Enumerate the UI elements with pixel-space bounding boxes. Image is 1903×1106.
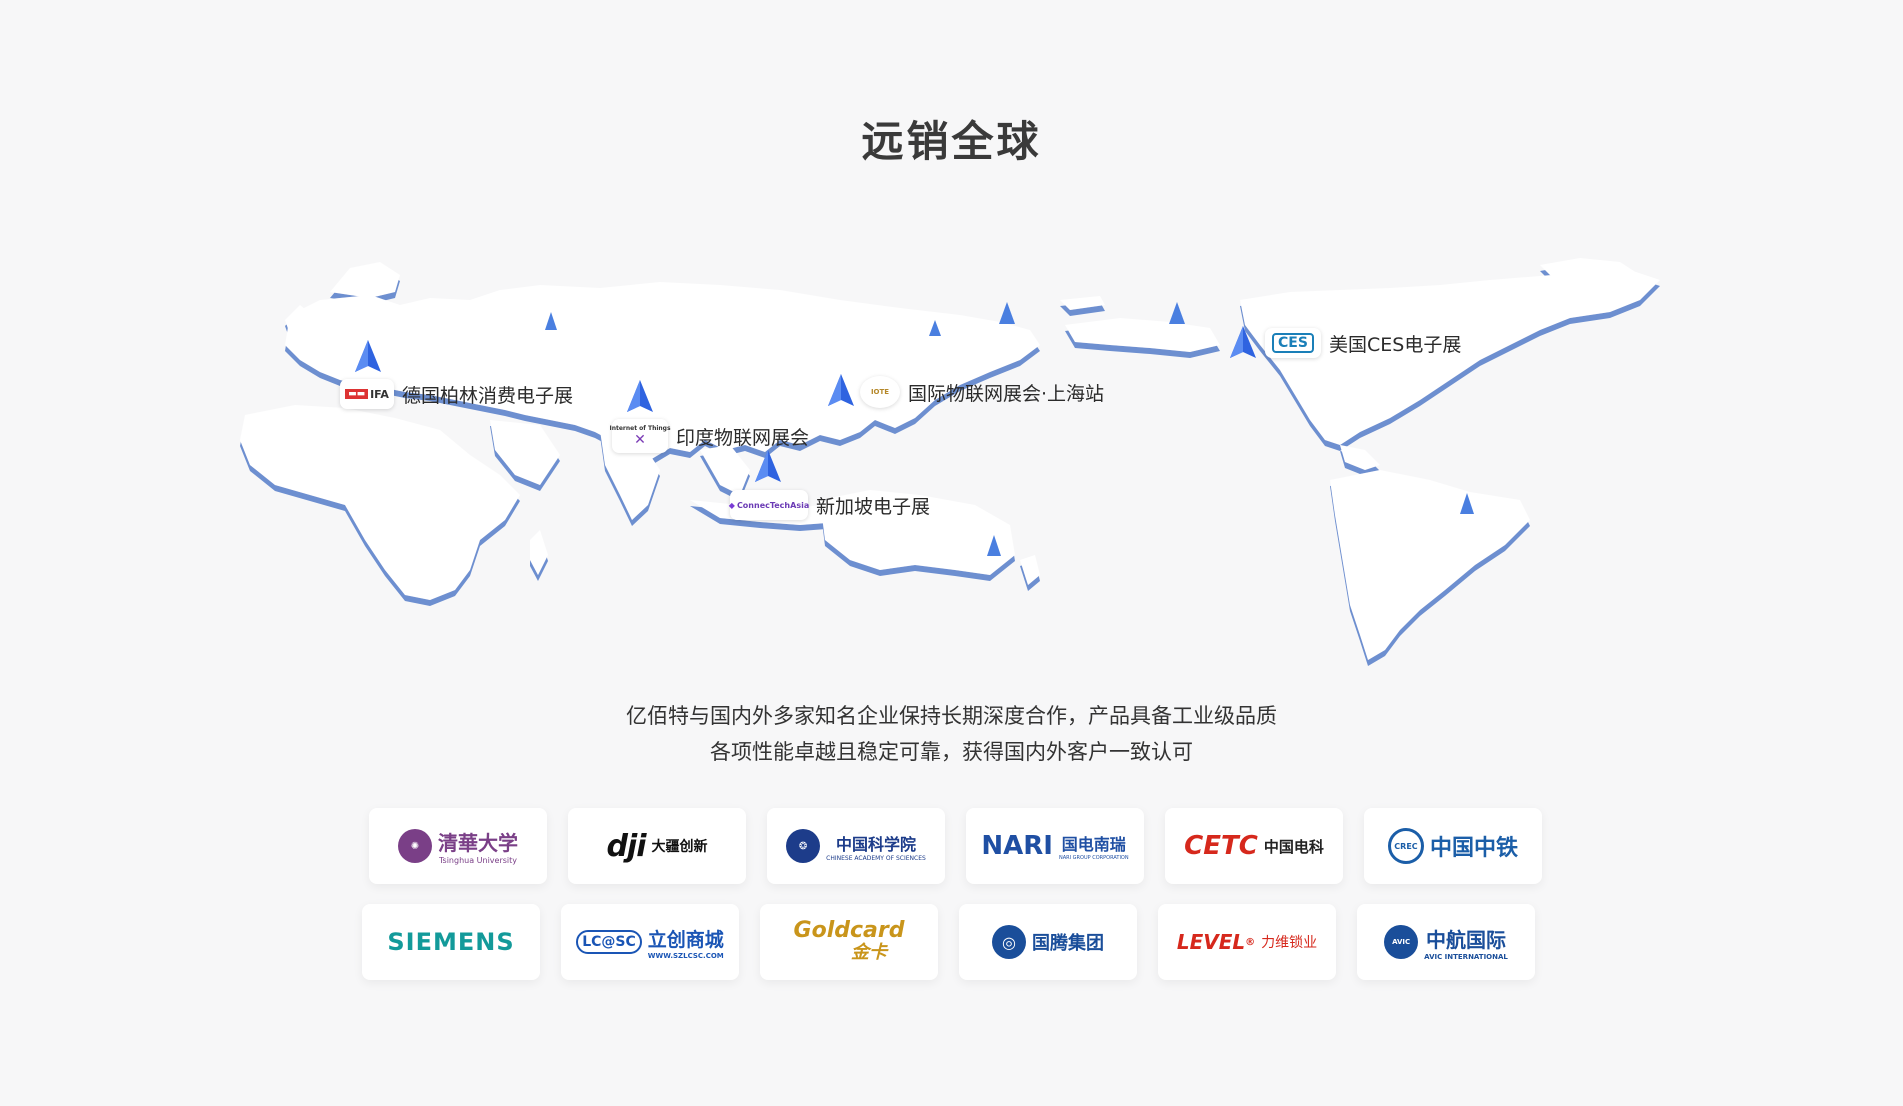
minor-marker [545,312,557,330]
north-america-landmass [1240,270,1660,445]
pin-icon [828,374,854,406]
expo-label: 德国柏林消费电子展 [402,384,574,407]
india-iot-logo: Internet of Things✕ [609,419,671,453]
australia-landmass [820,490,1015,575]
description-line2: 各项性能卓越且稳定可靠，获得国内外客户一致认可 [710,740,1193,764]
minor-marker [1460,493,1474,514]
expo-label: 美国CES电子展 [1329,333,1462,356]
avic-emblem-icon: AVIC [1384,925,1419,959]
minor-marker [929,320,941,336]
tsinghua-seal-icon: ✺ [398,829,432,863]
expo-ces[interactable]: CES 美国CES电子展 [1265,328,1461,358]
world-map [240,258,1660,660]
partner-dji: dji 大疆创新 [568,808,746,884]
minor-marker [999,302,1015,324]
partner-crec: CREC 中国中铁 [1364,808,1542,884]
japan-islands [930,345,965,395]
partner-goldcard: Goldcard 金卡 [760,904,938,980]
hawaii-arc [1060,296,1105,310]
iote-logo: IOTE [860,376,900,408]
far-east [1065,318,1220,352]
pin-icon [755,450,781,482]
pin-icon [355,340,381,372]
connectechasia-logo: ◆ConnecTechAsia [729,490,809,520]
partner-cetc: CETC 中国电科 [1165,808,1343,884]
partner-siemens: SIEMENS [362,904,540,980]
africa-landmass [240,405,520,600]
pin-icon [1230,326,1256,358]
continents [240,258,1660,660]
madagascar [530,530,548,575]
ces-logo: CES [1265,328,1321,358]
description-line1: 亿佰特与国内外多家知名企业保持长期深度合作，产品具备工业级品质 [626,704,1277,728]
pin-icon [627,380,653,412]
uk-island [285,305,312,340]
minor-marker [987,535,1001,556]
partner-nari: NARI 国电南瑞 NARI GROUP CORPORATION [966,808,1144,884]
page-title: 远销全球 [861,117,1042,166]
eurasia-landmass [285,282,1040,460]
new-zealand [1020,555,1040,585]
partner-tsinghua: ✺ 清華大学 Tsinghua University [369,808,547,884]
partner-cas: ❂ 中国科学院 CHINESE ACADEMY OF SCIENCES [767,808,945,884]
south-america-landmass [1330,470,1530,660]
expo-label: 新加坡电子展 [816,495,931,518]
expo-label: 国际物联网展会·上海站 [908,382,1105,405]
crec-emblem-icon: CREC [1387,828,1424,864]
partner-level: LEVEL ® 力维锁业 [1158,904,1336,980]
expo-india-iot[interactable]: Internet of Things✕ 印度物联网展会 [609,419,810,453]
scandinavia [330,262,400,298]
greenland [1540,258,1640,285]
partner-guoteng: ◎ 国腾集团 [959,904,1137,980]
partner-avic: AVIC 中航国际 AVIC INTERNATIONAL [1357,904,1535,980]
expo-label: 印度物联网展会 [676,426,810,449]
partner-lcsc: LC@SC 立创商城 WWW.SZLCSC.COM [561,904,739,980]
guoteng-swirl-icon: ◎ [992,925,1026,959]
indochina [700,445,750,495]
expo-ifa[interactable]: ▬▬IFA 德国柏林消费电子展 [340,379,573,409]
central-america [1340,445,1380,470]
arabia-peninsula [490,420,560,485]
minor-marker [1169,302,1185,324]
expo-iote-shanghai[interactable]: IOTE 国际物联网展会·上海站 [860,376,1104,408]
ifa-logo: ▬▬IFA [340,379,394,409]
minor-markers [545,302,1474,556]
cas-emblem-icon: ❂ [786,829,821,863]
expo-singapore[interactable]: ◆ConnecTechAsia 新加坡电子展 [729,490,931,520]
